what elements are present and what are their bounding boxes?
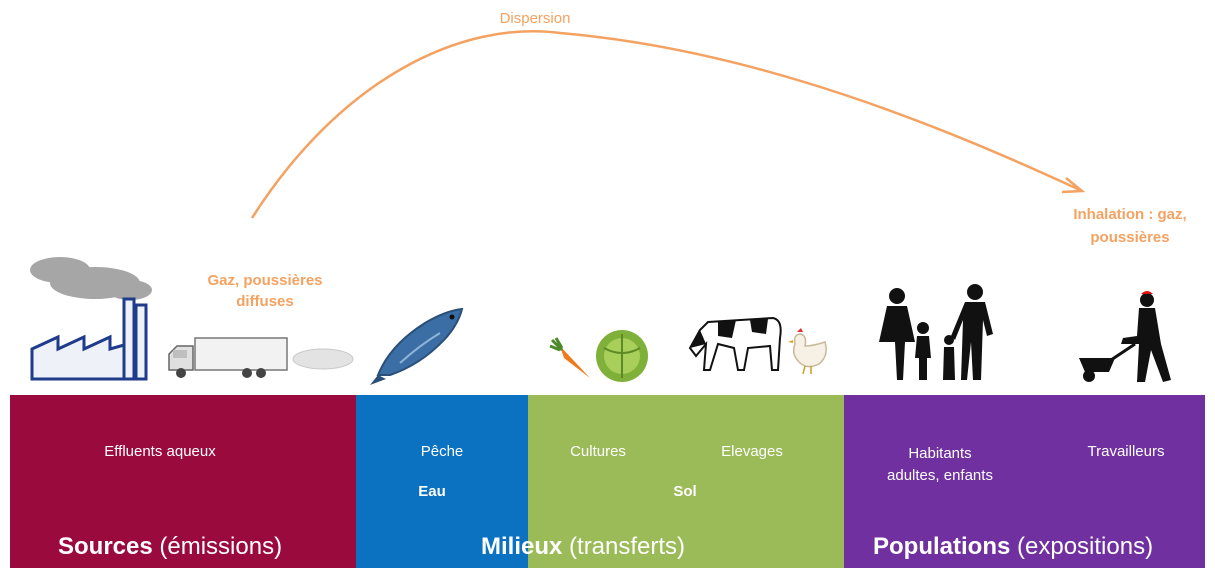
populations-title-rest: (expositions)	[1010, 533, 1154, 560]
populations-title-bold: Populations	[873, 533, 1011, 560]
gas-diffuse-line1: Gaz, poussières	[207, 272, 323, 289]
cabbage-icon	[596, 330, 648, 382]
carrot-icon	[549, 337, 590, 378]
fish-icon	[370, 307, 464, 385]
populations-band	[844, 395, 1205, 568]
milieux-title: Milieux (transferts)	[481, 533, 685, 561]
inhalation-line2: poussières	[1090, 229, 1170, 246]
truck-icon	[168, 337, 288, 378]
dispersion-arc	[250, 30, 1086, 219]
sources-title-bold: Sources	[58, 533, 153, 560]
factory-icon	[30, 297, 148, 381]
cultures-label: Cultures	[570, 443, 626, 460]
sources-band	[10, 395, 356, 568]
elevages-label: Elevages	[721, 443, 783, 460]
sol-label: Sol	[673, 483, 697, 500]
cow-icon	[688, 316, 782, 371]
populations-title: Populations (expositions)	[873, 533, 1153, 561]
peche-label: Pêche	[420, 443, 464, 460]
sources-title-rest: (émissions)	[152, 533, 283, 560]
gas-diffuse-label: Gaz, poussières diffuses	[180, 270, 350, 312]
milieux-title-bold: Milieux	[481, 533, 563, 560]
inhalation-line1: Inhalation : gaz,	[1073, 206, 1187, 223]
dust-cloud-icon	[292, 348, 354, 370]
chicken-icon	[788, 328, 827, 375]
habitants-line2: adultes, enfants	[887, 467, 993, 484]
effluents-label: Effluents aqueux	[104, 443, 216, 460]
sol-band	[528, 395, 844, 568]
gas-diffuse-line2: diffuses	[236, 293, 294, 310]
inhalation-label: Inhalation : gaz, poussières	[1055, 203, 1205, 249]
milieux-title-rest: (transferts)	[562, 533, 686, 560]
travailleurs-label: Travailleurs	[1087, 443, 1165, 460]
eau-band	[356, 395, 528, 568]
sources-title: Sources (émissions)	[58, 533, 282, 561]
habitants-line1: Habitants	[908, 445, 972, 462]
worker-wheelbarrow-icon	[1079, 291, 1171, 382]
habitants-label: Habitants adultes, enfants	[860, 443, 1020, 487]
family-icon	[879, 284, 993, 380]
eau-label: Eau	[418, 483, 446, 500]
smoke-cloud-icon	[30, 257, 152, 300]
dispersion-label: Dispersion	[499, 10, 571, 27]
